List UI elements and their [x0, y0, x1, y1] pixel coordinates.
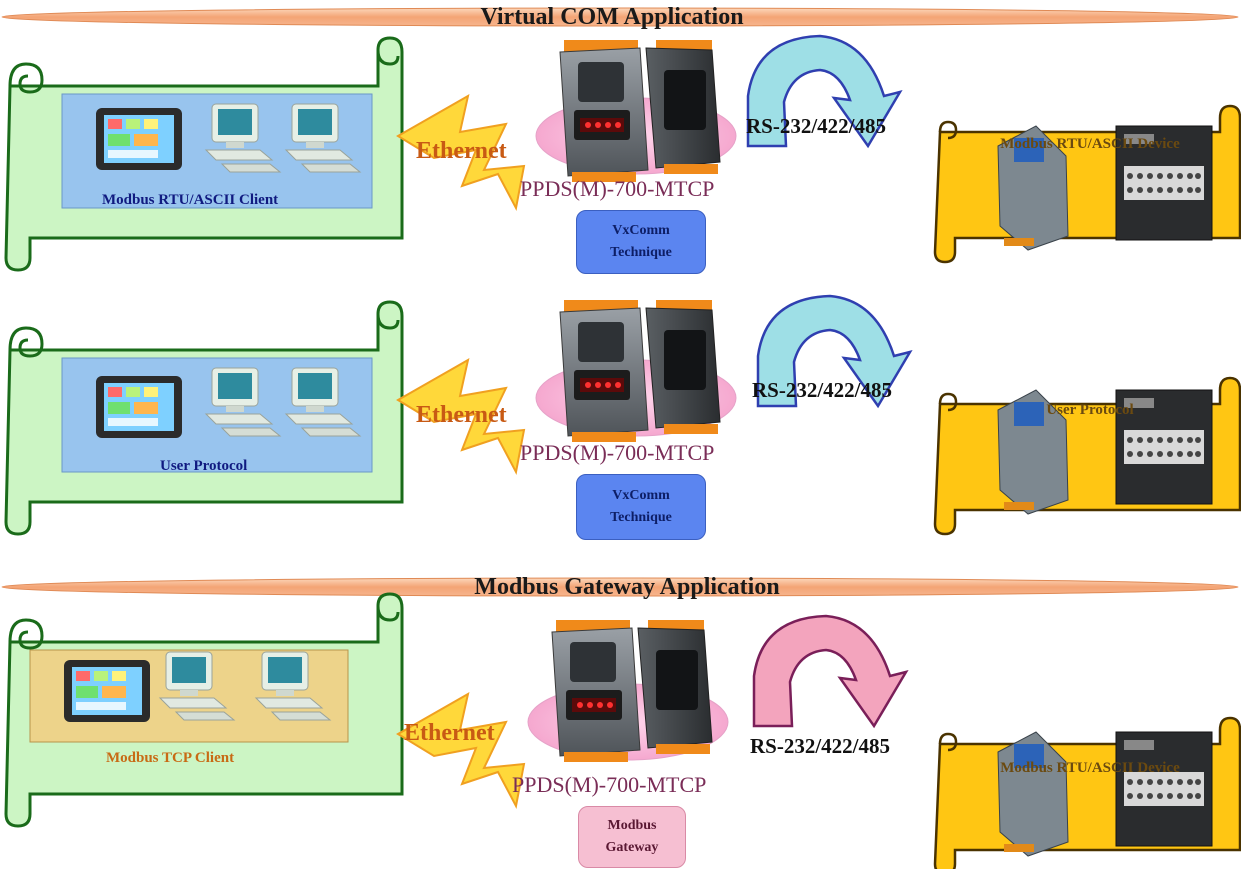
row-2-ppds-modules-icon — [559, 299, 721, 443]
banner-middle-title: Modbus Gateway Application — [474, 574, 780, 600]
row-1-technique-line-1: VxComm — [612, 223, 670, 238]
row-2-technique-line-2: Technique — [610, 510, 672, 525]
row-1-technique-line-2: Technique — [610, 245, 672, 260]
row-2-model-label: PPDS(M)-700-MTCP — [520, 440, 715, 465]
row-3-device-label: Modbus RTU/ASCII Device — [1000, 760, 1180, 776]
row-1-hmi-panel-icon — [96, 108, 182, 170]
row-2-ethernet-label: Ethernet — [416, 402, 507, 428]
banner-top — [1, 7, 1239, 27]
row-2-client-label: User Protocol — [160, 458, 248, 474]
row-1-model-label: PPDS(M)-700-MTCP — [520, 176, 715, 201]
row-1-ppds-modules-icon — [559, 39, 721, 183]
row-3-technique-line-2: Gateway — [605, 840, 659, 855]
row-1-device-label: Modbus RTU/ASCII Device — [1000, 136, 1180, 152]
row-3-serial-arrow-icon — [752, 614, 908, 728]
row-1-technique-box: VxComm Technique — [576, 210, 706, 274]
row-3-ppds-modules-icon — [551, 619, 713, 763]
row-1-ethernet-label: Ethernet — [416, 138, 507, 164]
row-3-ethernet-label: Ethernet — [404, 720, 495, 746]
row-3-technique-box: Modbus Gateway — [578, 806, 686, 868]
row-1-serial-label: RS-232/422/485 — [746, 114, 887, 138]
banner-top-title: Virtual COM Application — [480, 4, 744, 30]
row-3-client-label: Modbus TCP Client — [106, 750, 235, 766]
row-2-technique-box: VxComm Technique — [576, 474, 706, 540]
row-3-hmi-panel-icon — [64, 660, 150, 722]
row-3-ethernet-bolt-icon — [397, 693, 525, 807]
row-3-serial-label: RS-232/422/485 — [750, 734, 891, 758]
row-2-technique-line-1: VxComm — [612, 488, 670, 503]
row-3-technique-line-1: Modbus — [607, 818, 657, 833]
row-1-client-label: Modbus RTU/ASCII Client — [102, 192, 279, 208]
row-2-device-label: User Protocol — [1046, 402, 1134, 418]
banner-middle — [1, 577, 1239, 597]
row-2-hmi-panel-icon — [96, 376, 182, 438]
row-3-model-label: PPDS(M)-700-MTCP — [512, 772, 707, 797]
row-2-serial-label: RS-232/422/485 — [752, 378, 893, 402]
